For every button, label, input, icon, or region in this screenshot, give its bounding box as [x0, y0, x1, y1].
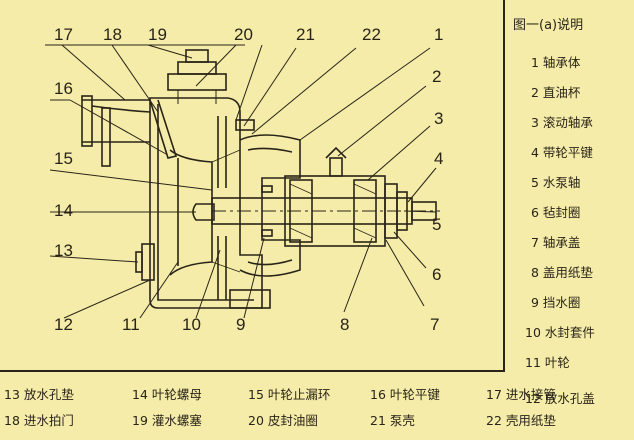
legend-item: 5 水泵轴	[531, 175, 581, 190]
callout-1: 1	[434, 25, 443, 44]
callout-18: 18	[103, 25, 122, 44]
bottom-legend-item: 14 叶轮螺母	[132, 387, 202, 402]
legend-item: 10 水封套件	[525, 325, 595, 340]
legend-title: 图一(a)说明	[513, 18, 584, 33]
callout-8: 8	[340, 315, 349, 334]
legend-item: 8 盖用纸垫	[531, 265, 593, 280]
callout-15: 15	[54, 149, 73, 168]
bottom-legend-item: 17 进水接管	[486, 387, 556, 402]
callout-21: 21	[296, 25, 315, 44]
frame-divider-horizontal	[0, 370, 505, 372]
bottom-legend-item: 20 皮封油圈	[248, 413, 318, 428]
legend-item: 11 叶轮	[525, 355, 570, 370]
callout-numbers: 17 18 19 20 21 22 1 2 3 4 5 6 7 8 9 10 1…	[54, 25, 443, 334]
legend-item: 4 带轮平键	[531, 145, 593, 160]
bottom-legend-item: 19 灌水螺塞	[132, 413, 202, 428]
legend-item: 1 轴承体	[531, 55, 581, 70]
parts-legend-bottom: 13 放水孔垫 14 叶轮螺母 15 叶轮止漏环 16 叶轮平键 17 进水接管…	[0, 378, 634, 440]
leader-lines	[45, 44, 437, 319]
callout-20: 20	[234, 25, 253, 44]
pump-cross-section-diagram: 17 18 19 20 21 22 1 2 3 4 5 6 7 8 9 10 1…	[45, 25, 443, 334]
bearing-body	[211, 119, 440, 277]
legend-item: 2 直油杯	[531, 85, 581, 100]
callout-2: 2	[432, 67, 441, 86]
bottom-legend-item: 13 放水孔垫	[4, 387, 74, 402]
callout-5: 5	[432, 215, 441, 234]
parts-legend-right: 图一(a)说明 1 轴承体 2 直油杯 3 滚动轴承 4 带轮平键 5 水泵轴 …	[509, 8, 631, 370]
callout-6: 6	[432, 265, 441, 284]
callout-4: 4	[434, 149, 443, 168]
bottom-legend-item: 16 叶轮平键	[370, 387, 440, 402]
callout-3: 3	[434, 109, 443, 128]
bottom-legend-item: 18 进水拍门	[4, 413, 74, 428]
bottom-legend-item: 22 壳用纸垫	[486, 413, 556, 428]
legend-item: 7 轴承盖	[531, 235, 581, 250]
bottom-legend-item: 15 叶轮止漏环	[248, 387, 331, 402]
callout-13: 13	[54, 241, 73, 260]
callout-14: 14	[54, 201, 73, 220]
legend-item: 12 放水孔盖	[525, 391, 595, 406]
callout-11: 11	[122, 315, 140, 334]
callout-19: 19	[148, 25, 167, 44]
pump-casing	[81, 49, 271, 309]
callout-12: 12	[54, 315, 73, 334]
frame-divider-vertical	[503, 0, 505, 370]
bottom-legend-item: 21 泵壳	[370, 413, 415, 428]
legend-item: 9 挡水圈	[531, 295, 581, 310]
legend-item: 6 毡封圈	[531, 205, 581, 220]
callout-22: 22	[362, 25, 381, 44]
callout-16: 16	[54, 79, 73, 98]
callout-17: 17	[54, 25, 73, 44]
legend-item: 3 滚动轴承	[531, 115, 593, 130]
callout-9: 9	[236, 315, 245, 334]
callout-10: 10	[182, 315, 201, 334]
callout-7: 7	[430, 315, 439, 334]
